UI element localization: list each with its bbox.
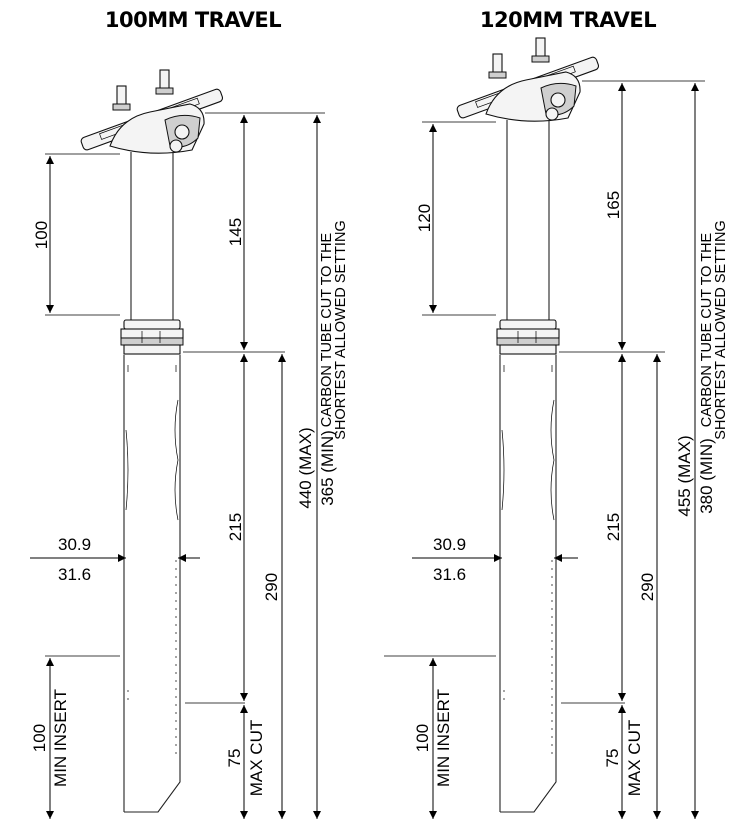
- panel-120mm: 120MM TRAVEL: [384, 8, 729, 819]
- max-total-length: 455 (MAX): [675, 435, 694, 516]
- diameter-a: 30.9: [433, 535, 466, 554]
- panel-title: 100MM TRAVEL: [105, 8, 281, 32]
- max-cut-label: MAX CUT: [247, 720, 266, 797]
- seatpost-drawing: [456, 37, 600, 813]
- min-insert-value: 100: [30, 724, 49, 752]
- travel-dimension: 100: [32, 221, 51, 249]
- min-insert-value: 100: [413, 724, 432, 752]
- seal-collar: [120, 319, 184, 355]
- carbon-note-line-2: SHORTEST ALLOWED SETTING: [713, 220, 729, 439]
- internal-detail: [501, 365, 555, 521]
- min-total-length: 365 (MIN): [318, 430, 337, 506]
- max-cut-value: 75: [225, 749, 244, 768]
- diameter-a: 30.9: [58, 535, 91, 554]
- carbon-note-line-2: SHORTEST ALLOWED SETTING: [333, 220, 349, 439]
- clamp-bolt: [488, 37, 550, 79]
- lower-tube: [499, 355, 557, 813]
- dimension-lines: [412, 83, 699, 819]
- upper-stanchion: [506, 120, 550, 320]
- max-cut-value: 75: [603, 749, 622, 768]
- extension-lines: [384, 80, 705, 704]
- lower-length-dimension: 215: [226, 513, 245, 541]
- extension-lines: [45, 112, 325, 704]
- diameter-b: 31.6: [58, 565, 91, 584]
- max-total-length: 440 (MAX): [296, 427, 315, 508]
- insert-length-dimension: 290: [262, 573, 281, 601]
- upper-stanchion: [130, 152, 174, 320]
- lower-tube: [123, 355, 181, 813]
- upper-length-dimension: 165: [604, 191, 623, 219]
- seatpost-drawing: [80, 69, 224, 813]
- min-insert-label: MIN INSERT: [51, 689, 70, 787]
- seal-collar: [496, 319, 560, 355]
- panel-title: 120MM TRAVEL: [480, 8, 656, 32]
- carbon-note-line-1: CARBON TUBE CUT TO THE: [319, 232, 335, 427]
- travel-dimension: 120: [415, 204, 434, 232]
- internal-detail: [125, 365, 179, 521]
- lower-length-dimension: 215: [604, 513, 623, 541]
- upper-length-dimension: 145: [226, 218, 245, 246]
- diameter-b: 31.6: [433, 565, 466, 584]
- min-insert-label: MIN INSERT: [434, 689, 453, 787]
- clamp-bolt: [112, 69, 174, 111]
- insert-length-dimension: 290: [638, 573, 657, 601]
- carbon-note-line-1: CARBON TUBE CUT TO THE: [699, 232, 715, 427]
- min-total-length: 380 (MIN): [697, 438, 716, 514]
- dimension-lines: [30, 115, 321, 819]
- max-cut-label: MAX CUT: [625, 720, 644, 797]
- panel-100mm: 100MM TRAVEL: [30, 8, 349, 819]
